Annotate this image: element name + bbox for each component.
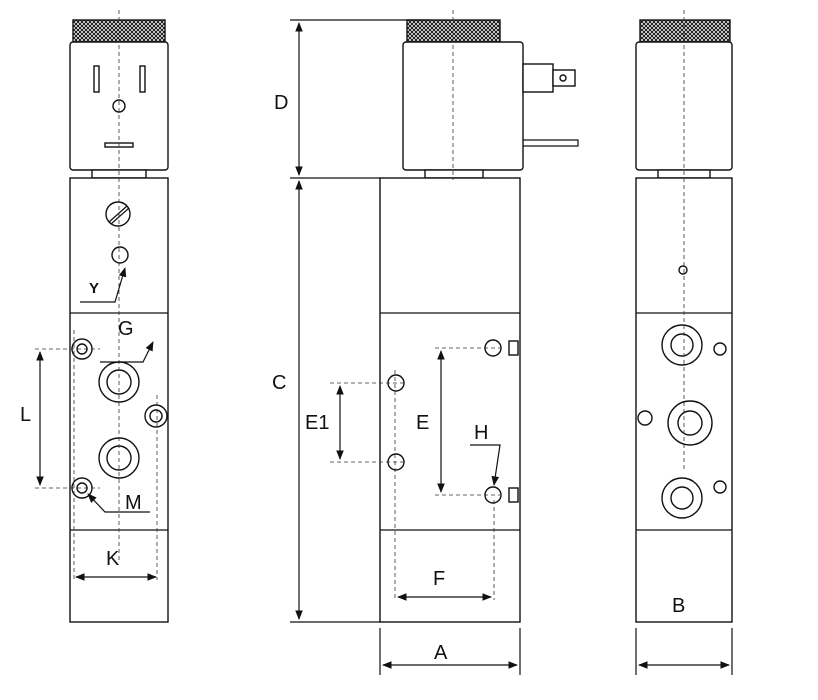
- label-K: K: [106, 548, 120, 570]
- label-A: A: [434, 642, 448, 664]
- leader-G: [100, 341, 154, 363]
- label-C: C: [272, 372, 287, 394]
- label-B: B: [672, 595, 686, 617]
- label-Y: Y: [89, 280, 100, 297]
- leader-Y: [80, 267, 127, 303]
- label-E1: E1: [305, 412, 330, 434]
- label-F: F: [433, 568, 446, 590]
- front-view: [35, 10, 169, 623]
- side-view: [290, 10, 579, 675]
- label-D: D: [274, 92, 289, 114]
- rear-view: [635, 10, 733, 675]
- label-L: L: [20, 404, 32, 426]
- label-H: H: [474, 422, 489, 444]
- label-M: M: [125, 492, 142, 514]
- label-G: G: [118, 318, 134, 340]
- leader-M: [87, 493, 150, 513]
- label-E: E: [416, 412, 430, 434]
- leader-H: [470, 444, 501, 486]
